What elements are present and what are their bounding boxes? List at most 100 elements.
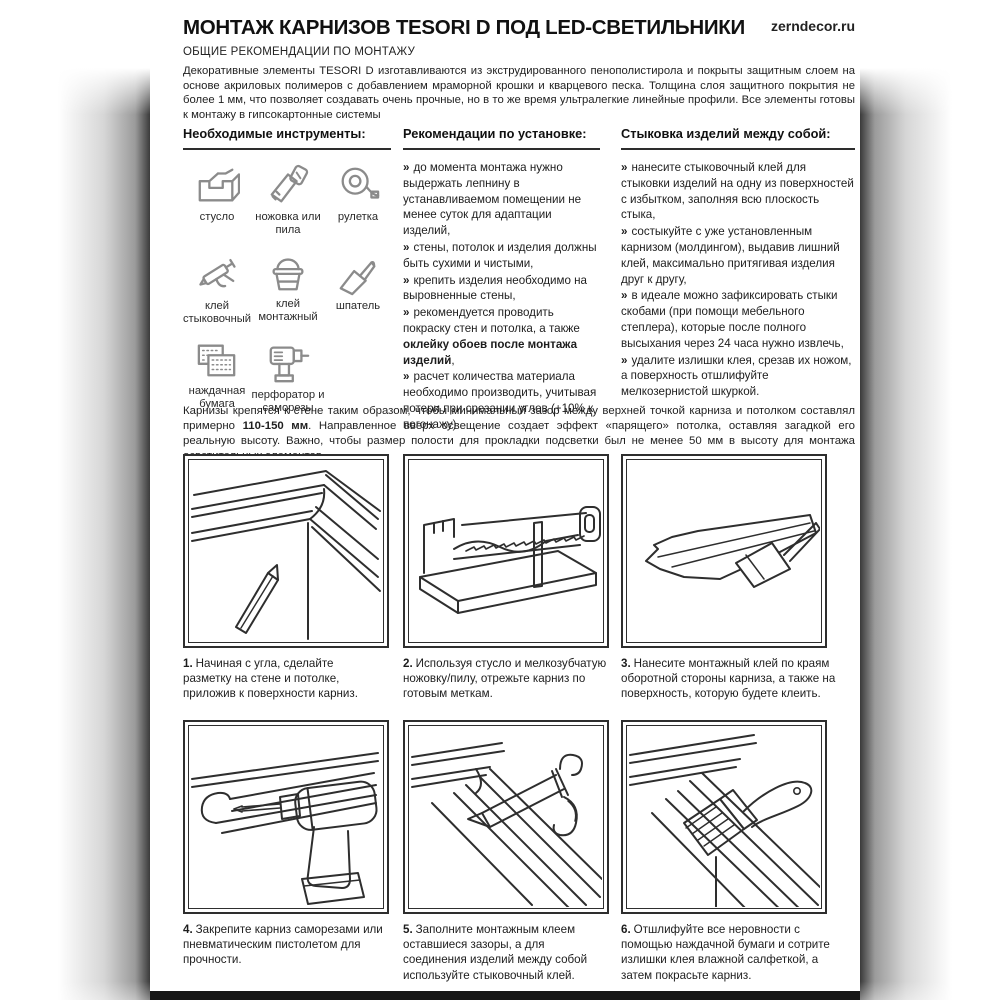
step-image-3 [621,454,827,648]
list-item-text: удалите излишки клея, срезав их ножом, а… [621,353,852,399]
step-number: 5. [403,923,413,936]
bullet-icon: » [403,161,410,174]
brush-finishing-illustration [629,734,820,907]
step-number: 4. [183,923,193,936]
step-number: 1. [183,657,193,670]
page-subtitle: ОБЩИЕ РЕКОМЕНДАЦИИ ПО МОНТАЖУ [183,46,416,58]
sandpaper-icon [197,344,236,377]
recommendations-column: Рекомендации по установке: »до момента м… [403,126,600,434]
step-number: 3. [621,657,631,670]
list-item-bold: оклейку обоев после монтажа изделий [403,337,578,367]
step-caption-2: 2.Используя стусло и мелкозубчатую ножов… [403,656,607,702]
tool-label: перфоратор и саморезы [251,389,325,414]
bullet-icon: » [621,161,628,174]
tool-label: шпатель [335,300,381,312]
intro-paragraph: Декоративные элементы TESORI D изготавли… [183,65,855,121]
page-shadow-left [58,68,150,1000]
step-text: Закрепите карниз саморезами или пневмати… [183,923,383,967]
tool-caulk-gun: клей стыковочный [183,250,251,326]
step-caption-1: 1.Начиная с угла, сделайте разметку на с… [183,656,383,702]
step-text: Отшлифуйте все неровности с помощью нажд… [621,923,830,982]
note-text: Карнизы крепятся к стене таким образом, … [183,405,855,432]
tool-putty-knife: шпатель [335,250,381,326]
page-title: МОНТАЖ КАРНИЗОВ TESORI D ПОД LED-СВЕТИЛЬ… [183,16,745,39]
miter-saw-illustration [419,506,601,614]
list-item-text: расчет количества материала необходимо п… [403,370,597,431]
miter-box-icon [198,168,240,202]
glue-application-illustration [645,514,820,588]
joining-column: Стыковка изделий между собой: »нанесите … [621,126,855,401]
step-image-1 [183,454,389,648]
bullet-icon: » [621,289,628,303]
instruction-page: МОНТАЖ КАРНИЗОВ TESORI D ПОД LED-СВЕТИЛЬ… [150,0,860,1000]
caulk-gun-illustration [411,742,602,907]
tool-glue-bucket: клей монтажный [251,250,325,326]
step-caption-3: 3.Нанесите монтажный клей по краям оборо… [621,656,837,702]
list-item: »в идеале можно зафиксировать стыки скоб… [621,288,855,351]
list-item: »нанесите стыковочный клей для стыковки … [621,160,855,223]
recommendations-header: Рекомендации по установке: [403,126,600,150]
step-image-2 [403,454,609,648]
bullet-icon: » [621,225,628,239]
tool-label: рулетка [337,211,379,223]
tools-grid: стусло ножовка или пила рулетка [183,163,391,415]
list-item-text: до момента монтажа нужно выдержать лепни… [403,161,582,238]
drill-fastening-illustration [191,752,379,905]
putty-knife-icon [339,261,376,296]
mounting-note: Карнизы крепятся к стене таким образом, … [183,404,855,464]
step-image-5 [403,720,609,914]
list-item-text: нанесите стыковочный клей для стыковки и… [621,161,854,222]
site-url: zerndecor.ru [770,18,855,34]
tool-drill: перфоратор и саморезы [251,339,325,415]
step-number: 6. [621,923,631,936]
bullet-icon: » [403,370,410,384]
tool-miter-box: стусло [194,163,240,237]
glue-bucket-icon [272,258,304,291]
list-item: »состыкуйте с уже установленным карнизом… [621,224,855,287]
tape-measure-icon [341,167,380,199]
step-text: Заполните монтажным клеем оставшиеся заз… [403,923,588,982]
tool-label: наждачная бумага [188,385,246,410]
list-item-text: состыкуйте с уже установленным карнизом … [621,225,840,286]
joining-header: Стыковка изделий между собой: [621,126,855,150]
tool-label: ножовка или пила [255,211,321,236]
tool-tape-measure: рулетка [335,163,381,237]
list-item: »крепить изделия необходимо на выровненн… [403,273,600,305]
tool-label: стусло [199,211,235,223]
list-item-text: крепить изделия необходимо на выровненны… [403,273,587,303]
list-item: »удалите излишки клея, срезав их ножом, … [621,353,855,400]
step-image-4 [183,720,389,914]
step-text: Начиная с угла, сделайте разметку на сте… [183,657,358,701]
step-image-6 [621,720,827,914]
list-item: »до момента монтажа нужно выдержать лепн… [403,160,600,239]
list-item: »рекомендуется проводить покраску стен и… [403,305,600,368]
bullet-icon: » [403,273,410,287]
tool-label: клей монтажный [258,298,318,323]
list-item-text: , [451,353,455,367]
handsaw-icon [270,164,309,203]
step-text: Нанесите монтажный клей по краям оборотн… [621,657,836,701]
list-item: »расчет количества материала необходимо … [403,369,600,432]
step-caption-6: 6.Отшлифуйте все неровности с помощью на… [621,922,837,983]
bullet-icon: » [621,353,628,367]
step-number: 2. [403,657,413,670]
tools-column: Необходимые инструменты: стусло ножовка … [183,126,391,415]
drill-icon [269,346,310,383]
caulk-gun-icon [199,258,236,288]
tool-handsaw: ножовка или пила [251,163,325,237]
bullet-icon: » [403,306,410,320]
step-caption-5: 5.Заполните монтажным клеем оставшиеся з… [403,922,607,983]
step-text: Используя стусло и мелкозубчатую ножовку… [403,657,607,701]
page-shadow-right [860,68,952,1000]
joining-list: »нанесите стыковочный клей для стыковки … [621,160,855,400]
tool-label: клей стыковочный [182,300,252,325]
list-item: »стены, потолок и изделия должны быть су… [403,240,600,272]
tool-sandpaper: наждачная бумага [183,339,251,415]
bullet-icon: » [403,240,410,254]
footer-bar [150,991,860,1000]
corner-marking-illustration [191,470,381,640]
list-item-text: в идеале можно зафиксировать стыки скоба… [621,289,844,350]
list-item-text: стены, потолок и изделия должны быть сух… [403,240,597,270]
tools-header: Необходимые инструменты: [183,126,391,150]
